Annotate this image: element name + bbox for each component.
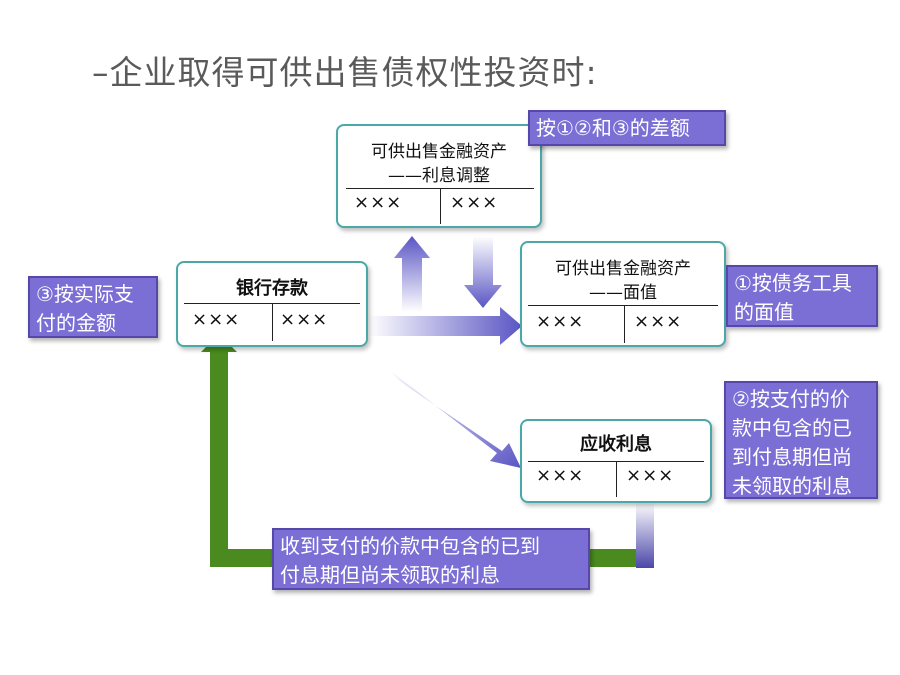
face-credit: ××× [634, 311, 683, 332]
note-difference-text: 按①②和③的差额 [536, 116, 690, 140]
page-title: –企业取得可供出售债权性投资时: [92, 53, 598, 92]
account-adjust-line2: ——利息调整 [388, 166, 490, 186]
face-debit: ××× [536, 311, 585, 332]
note-face-value-line1: ①按债务工具 [734, 271, 852, 295]
arrow-down-to-face [464, 236, 502, 308]
account-interest-name: 应收利息 [580, 434, 652, 455]
account-adjust-line1: 可供出售金融资产 [371, 142, 507, 162]
account-face-line2: ——面值 [589, 283, 657, 303]
account-adjust: 可供出售金融资产 ——利息调整 ××× ××× [336, 124, 542, 228]
adjust-credit: ××× [450, 192, 499, 213]
note-interest-line1: ②按支付的价 [732, 387, 850, 411]
arrow-return-green [201, 334, 272, 567]
account-interest: 应收利息 ××× ××× [520, 419, 712, 503]
bank-debit: ××× [192, 309, 241, 330]
note-difference: 按①②和③的差额 [528, 110, 726, 146]
t-divider [440, 188, 441, 224]
interest-credit: ××× [626, 465, 675, 486]
green-connector [590, 549, 646, 567]
account-face: 可供出售金融资产 ——面值 ××× ××× [520, 241, 726, 347]
note-interest-included: ②按支付的价 款中包含的已 到付息期但尚 未领取的利息 [724, 381, 878, 499]
note-actual-paid-line2: 付的金额 [36, 311, 116, 335]
account-bank-name: 银行存款 [236, 278, 308, 299]
account-bank: 银行存款 ××× ××× [176, 261, 368, 347]
note-face-value-line2: 的面值 [734, 300, 794, 324]
arrow-diag-to-interest [388, 369, 521, 468]
note-received-line2: 付息期但尚未领取的利息 [280, 563, 500, 587]
note-face-value: ①按债务工具 的面值 [726, 265, 878, 327]
arrow-right-to-face [368, 307, 522, 345]
note-interest-line3: 到付息期但尚 [732, 445, 852, 469]
arrow-up-to-adjust [394, 236, 430, 312]
t-divider [616, 461, 617, 497]
account-face-line1: 可供出售金融资产 [555, 259, 691, 279]
note-interest-line2: 款中包含的已 [732, 416, 852, 440]
adjust-debit: ××× [354, 192, 403, 213]
note-interest-line4: 未领取的利息 [732, 474, 852, 498]
note-received-line1: 收到支付的价款中包含的已到 [280, 534, 540, 558]
note-received: 收到支付的价款中包含的已到 付息期但尚未领取的利息 [272, 528, 590, 590]
note-actual-paid-line1: ③按实际支 [36, 282, 134, 306]
t-divider [624, 305, 625, 343]
t-divider [272, 303, 273, 341]
interest-descender [636, 502, 654, 568]
t-line [528, 305, 718, 306]
interest-debit: ××× [536, 465, 585, 486]
bank-credit: ××× [280, 309, 329, 330]
note-actual-paid: ③按实际支 付的金额 [28, 276, 158, 338]
